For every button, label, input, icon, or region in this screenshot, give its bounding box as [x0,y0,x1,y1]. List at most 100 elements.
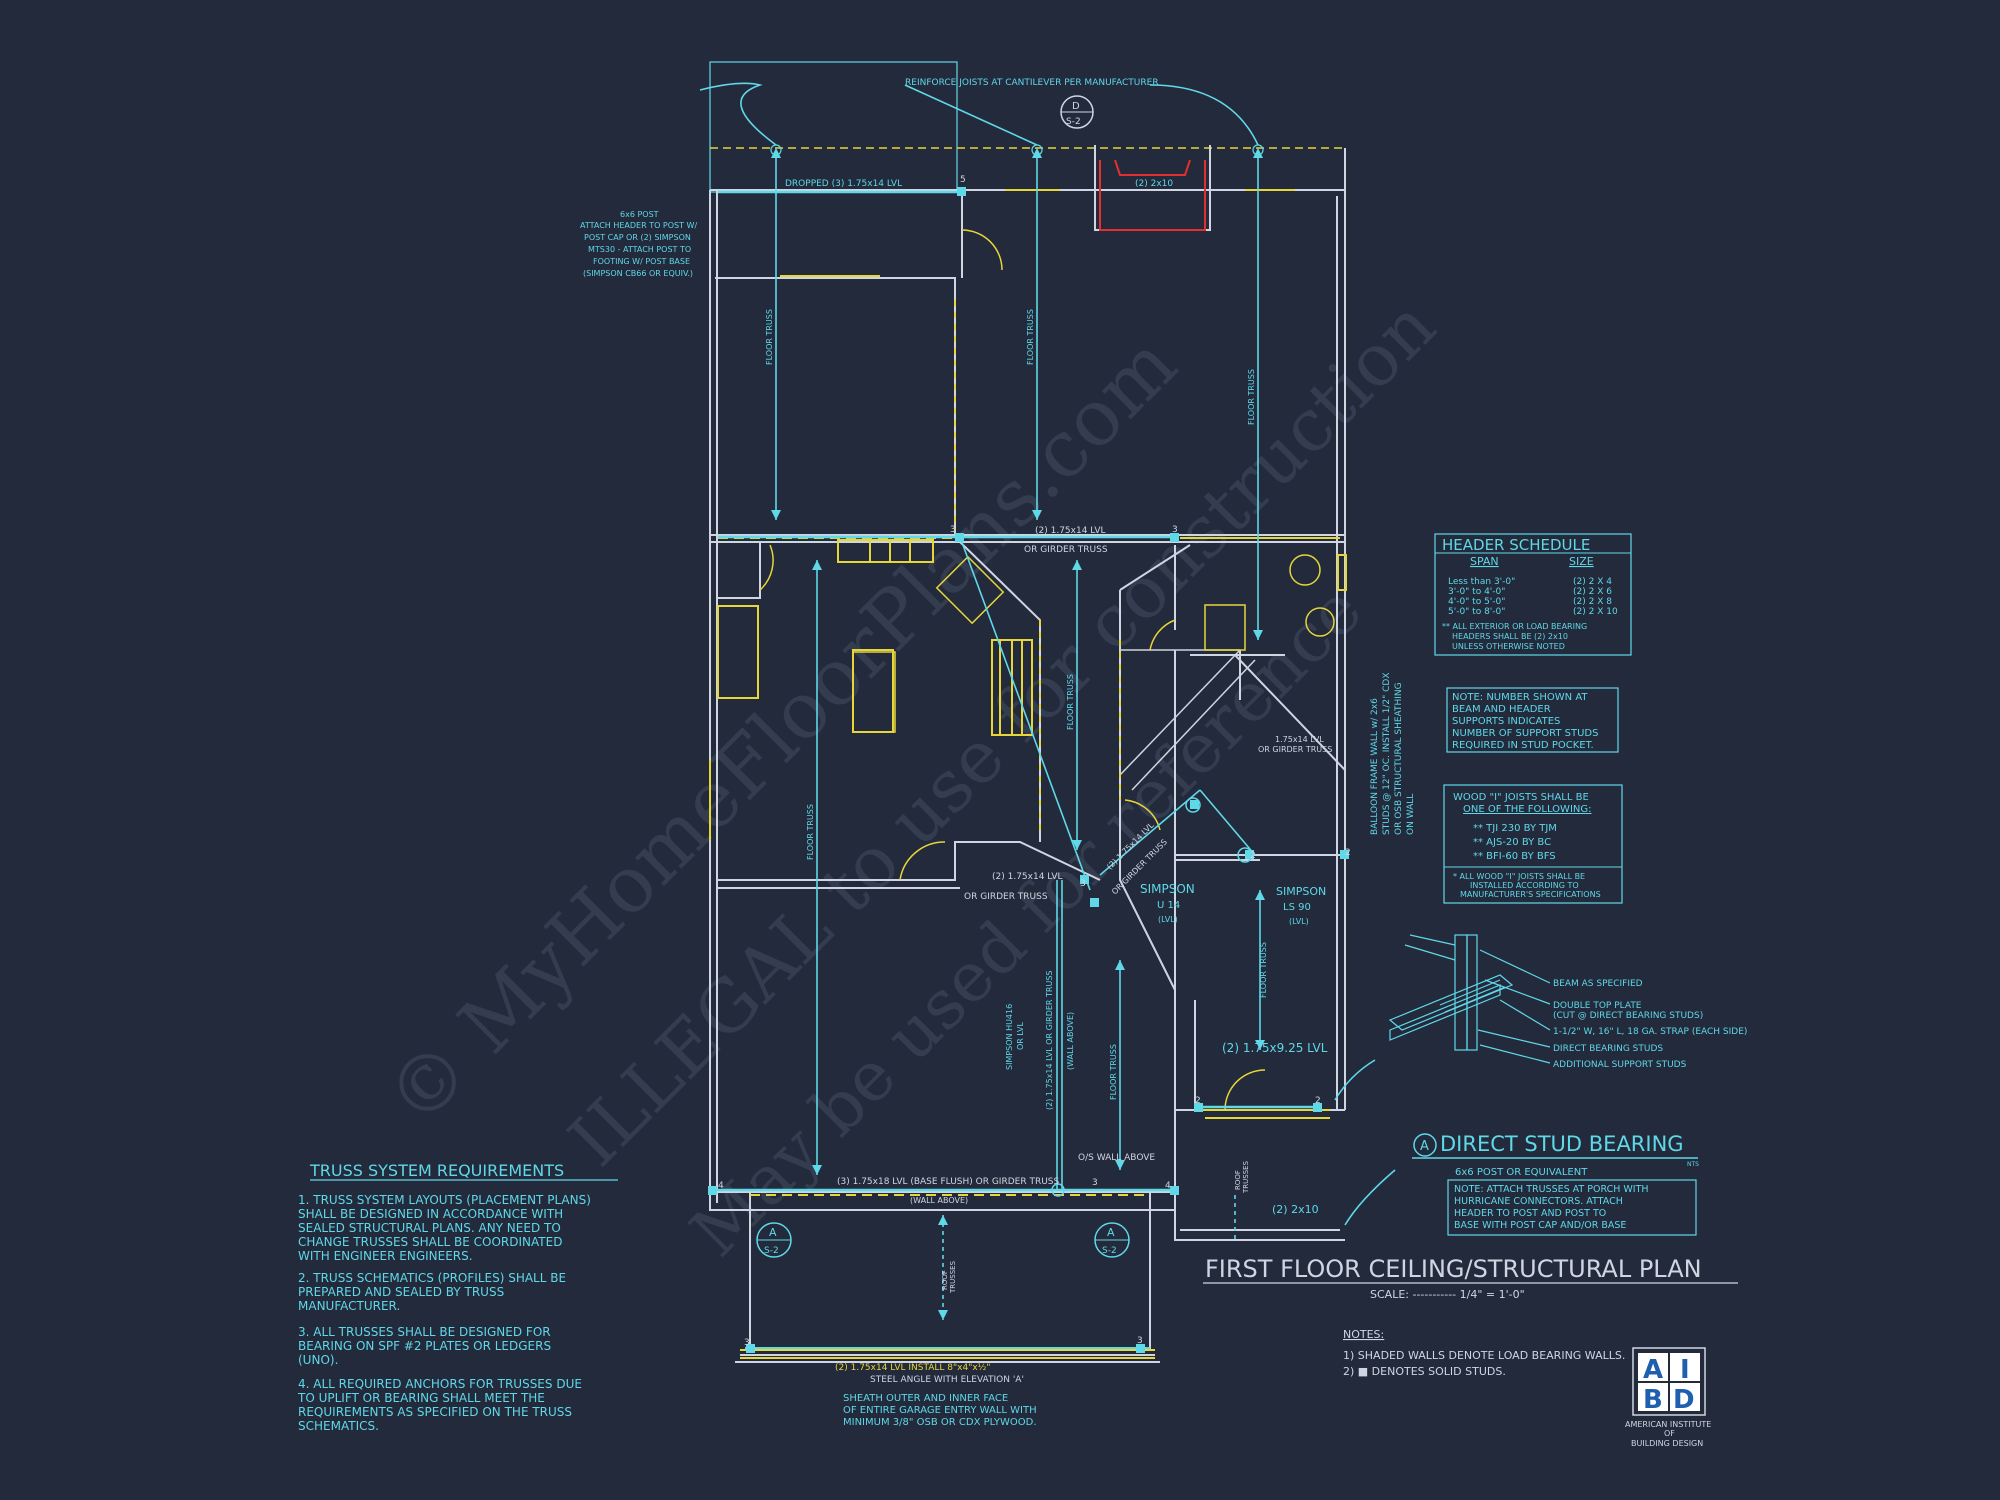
svg-text:SCHEMATICS.: SCHEMATICS. [298,1419,379,1433]
stud-numbers: 5 3 3 3 2 2 3 2 2 4 4 3 3 [718,175,1351,1348]
svg-text:REQUIREMENTS AS SPECIFIED ON T: REQUIREMENTS AS SPECIFIED ON THE TRUSS [298,1405,572,1419]
wall-above-vertical: (WALL ABOVE) [1066,1012,1075,1070]
logo-caption-3: BUILDING DESIGN [1631,1439,1703,1448]
section-a-left-sheet: S-2 [764,1246,779,1256]
svg-text:3'-0" to 4'-0": 3'-0" to 4'-0" [1448,587,1505,597]
svg-text:DIRECT STUD BEARING: DIRECT STUD BEARING [1440,1132,1684,1156]
roof-trusses-2: TRUSSES [949,1260,957,1294]
logo-letter-i: I [1680,1355,1690,1385]
svg-text:3: 3 [744,1338,750,1348]
lvl-center: (2) 1.75x14 LVL [992,872,1062,882]
simpson-ls90-1: SIMPSON [1276,885,1326,898]
or-girder-stair: OR GIRDER TRUSS [1258,745,1332,754]
sheath-2: OF ENTIRE GARAGE ENTRY WALL WITH [843,1405,1037,1416]
section-marker-top: D S-2 [1060,95,1094,129]
lvl-2-label: (2) 1.75x14 LVL [1035,526,1105,536]
fixtures [759,229,1335,1111]
sheath-1: SHEATH OUTER AND INNER FACE [843,1393,1008,1404]
svg-text:3: 3 [1080,879,1086,889]
svg-text:NTS: NTS [1687,1161,1699,1168]
svg-text:2. TRUSS SCHEMATICS (PROFILES): 2. TRUSS SCHEMATICS (PROFILES) SHALL BE [298,1271,566,1285]
logo-caption-2: OF [1664,1429,1675,1438]
svg-text:6x6 POST OR EQUIVALENT: 6x6 POST OR EQUIVALENT [1455,1167,1588,1178]
garage-lvl-1: (2) 1.75x14 LVL INSTALL 8"x4"x½" [835,1363,991,1373]
plan-title: FIRST FLOOR CEILING/STRUCTURAL PLAN [1205,1255,1702,1283]
svg-text:Less than 3'-0": Less than 3'-0" [1448,577,1515,587]
svg-text:BASE WITH POST CAP AND/OR BASE: BASE WITH POST CAP AND/OR BASE [1454,1220,1626,1231]
svg-text:CHANGE TRUSSES SHALL BE COORDI: CHANGE TRUSSES SHALL BE COORDINATED [298,1235,562,1249]
svg-text:4'-0" to 5'-0": 4'-0" to 5'-0" [1448,597,1505,607]
svg-text:BEARING ON SPF #2 PLATES OR LE: BEARING ON SPF #2 PLATES OR LEDGERS [298,1339,551,1353]
stud-bearing-detail-drawing [1388,934,1551,1064]
plan-title-block: FIRST FLOOR CEILING/STRUCTURAL PLAN SCAL… [1203,1255,1738,1301]
note-1: 1) SHADED WALLS DENOTE LOAD BEARING WALL… [1343,1349,1625,1362]
simpson-ls90-2: LS 90 [1283,902,1311,913]
svg-text:HEADERS SHALL BE (2) 2x10: HEADERS SHALL BE (2) 2x10 [1452,632,1568,641]
svg-text:MANUFACTURER'S SPECIFICATIONS: MANUFACTURER'S SPECIFICATIONS [1460,890,1601,899]
balloon-2: STUDS @ 12" OC. INSTALL 1/2" CDX [1382,672,1392,835]
roof-trusses-1: ROOF [941,1270,949,1290]
svg-text:MANUFACTURER.: MANUFACTURER. [298,1299,400,1313]
svg-text:UNLESS OTHERWISE NOTED: UNLESS OTHERWISE NOTED [1452,642,1565,651]
logo-caption-1: AMERICAN INSTITUTE [1625,1420,1711,1429]
floor-truss-7: FLOOR TRUSS [1259,942,1268,998]
plan-scale: SCALE: ----------- 1/4" = 1'-0" [1370,1288,1525,1301]
truss-requirements: TRUSS SYSTEM REQUIREMENTS 1. TRUSS SYSTE… [297,1161,618,1433]
note-2: 2) ■ DENOTES SOLID STUDS. [1343,1365,1506,1378]
svg-text:5: 5 [960,175,966,185]
logo-letter-a: A [1643,1355,1663,1385]
roof-trusses-porch-1: ROOF [1234,1170,1242,1190]
arrowheads [771,148,1265,1320]
logo-letter-d: D [1673,1385,1695,1415]
general-notes: NOTES: 1) SHADED WALLS DENOTE LOAD BEARI… [1343,1328,1625,1378]
section-top-sheet: S-2 [1066,117,1081,127]
svg-text:PREPARED AND SEALED BY TRUSS: PREPARED AND SEALED BY TRUSS [298,1285,504,1299]
floor-plan [709,61,1346,1363]
lvl-925: (2) 1.75x9.25 LVL [1222,1041,1328,1055]
wall-above: (WALL ABOVE) [910,1196,968,1205]
simpson-hu-2: OR LVL [1016,1022,1025,1050]
balloon-3: OR OSB STRUCTURAL SHEATHING [1394,682,1404,835]
lvl-base-flush: (3) 1.75x18 LVL (BASE FLUSH) OR GIRDER T… [837,1177,1059,1187]
svg-text:HURRICANE CONNECTORS. ATTACH: HURRICANE CONNECTORS. ATTACH [1454,1196,1623,1207]
svg-text:NUMBER OF SUPPORT STUDS: NUMBER OF SUPPORT STUDS [1452,728,1598,739]
section-top-letter: D [1072,101,1080,112]
svg-text:1. TRUSS SYSTEM LAYOUTS (PLACE: 1. TRUSS SYSTEM LAYOUTS (PLACEMENT PLANS… [298,1193,591,1207]
section-a-left-letter: A [769,1226,777,1239]
svg-text:SHALL BE DESIGNED IN ACCORDANC: SHALL BE DESIGNED IN ACCORDANCE WITH [298,1207,563,1221]
or-girder-label: OR GIRDER TRUSS [1024,545,1108,555]
simpson-u14-2: U 14 [1157,900,1180,911]
simpson-u14-3: (LVL) [1158,915,1178,924]
header-schedule: HEADER SCHEDULE SPAN SIZE Less than 3'-0… [1434,533,1632,656]
svg-text:DOUBLE TOP PLATE: DOUBLE TOP PLATE [1553,1001,1642,1011]
svg-text:3: 3 [950,525,956,535]
reinforce-label: REINFORCE JOISTS AT CANTILEVER PER MANUF… [905,78,1159,88]
dropped-lvl-label: DROPPED (3) 1.75x14 LVL [785,179,902,189]
i-joist-note: WOOD "I" JOISTS SHALL BE ONE OF THE FOLL… [1443,784,1623,904]
roof-trusses-porch-2: TRUSSES [1242,1160,1250,1194]
notes-heading: NOTES: [1343,1328,1384,1341]
svg-text:** TJI 230 BY TJM: ** TJI 230 BY TJM [1473,823,1557,834]
svg-text:REQUIRED IN STUD POCKET.: REQUIRED IN STUD POCKET. [1452,740,1594,751]
section-marker-a-left: A S-2 [756,1222,792,1258]
col-span: SPAN [1470,555,1499,568]
svg-text:INSTALLED ACCORDING TO: INSTALLED ACCORDING TO [1470,881,1579,890]
truss-requirements-title: TRUSS SYSTEM REQUIREMENTS [309,1161,564,1180]
post-note-1: 6x6 POST [620,210,659,219]
svg-text:3. ALL TRUSSES SHALL BE DESIGN: 3. ALL TRUSSES SHALL BE DESIGNED FOR [298,1325,551,1339]
svg-text:NOTE: NUMBER SHOWN AT: NOTE: NUMBER SHOWN AT [1452,692,1588,703]
balloon-4: ON WALL [1406,794,1416,835]
svg-text:SUPPORTS INDICATES: SUPPORTS INDICATES [1452,716,1560,727]
svg-text:** ALL EXTERIOR OR LOAD BEARIN: ** ALL EXTERIOR OR LOAD BEARING [1442,622,1587,631]
post-note-5: FOOTING W/ POST BASE [593,257,690,266]
structural-lines [699,82,1396,1349]
svg-text:3: 3 [1172,525,1178,535]
lvl-stair: 1.75x14 LVL [1275,735,1324,744]
floor-truss-3: FLOOR TRUSS [1247,369,1256,425]
svg-text:4. ALL REQUIRED ANCHORS FOR TR: 4. ALL REQUIRED ANCHORS FOR TRUSSES DUE [298,1377,582,1391]
section-a-right-sheet: S-2 [1102,1246,1117,1256]
svg-text:5'-0" to 8'-0": 5'-0" to 8'-0" [1448,607,1505,617]
floor-truss-6: FLOOR TRUSS [1109,1044,1118,1100]
svg-text:* ALL WOOD "I" JOISTS SHALL BE: * ALL WOOD "I" JOISTS SHALL BE [1453,872,1585,881]
svg-text:4: 4 [718,1181,724,1191]
